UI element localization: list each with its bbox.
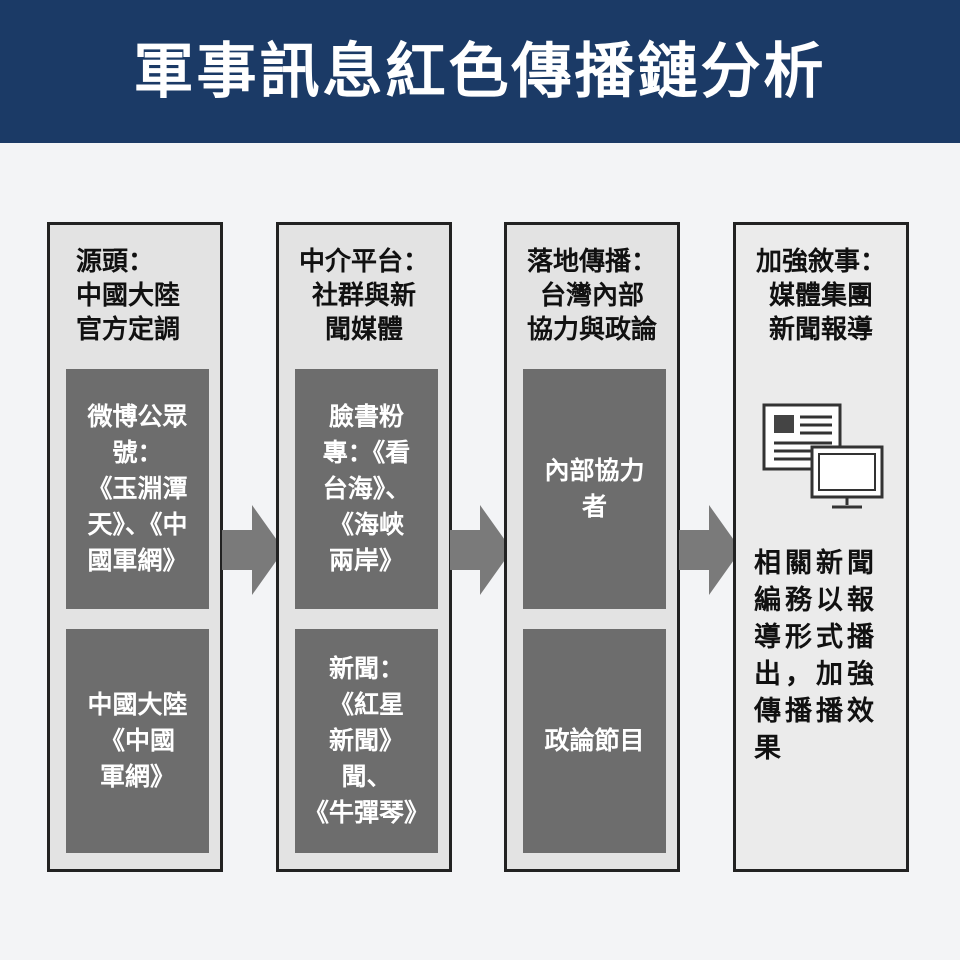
stage-heading-local: 落地傳播： 台灣內部 協力與政論 xyxy=(526,247,657,345)
stage-box-political-talk-shows: 政論節目 xyxy=(523,629,666,853)
stage-column-narrative: 加強敘事： 媒體集團 新聞報導 相關新聞 編務以報 導形式播 出，加強 傳播播效… xyxy=(733,222,909,872)
stage-column-source: 源頭： 中國大陸 官方定調 微博公眾 號： 《玉淵潭 天》、《中 國軍網》 中國… xyxy=(47,222,223,872)
narrative-description: 相關新聞 編務以報 導形式播 出，加強 傳播播效 果 xyxy=(754,548,878,764)
stage-box-text: 臉書粉 專：《看 台海》、 《海峽 兩岸》 xyxy=(322,402,411,575)
stage-box-source-weibo: 微博公眾 號： 《玉淵潭 天》、《中 國軍網》 xyxy=(66,369,209,609)
stage-box-source-china-military: 中國大陸 《中國 軍網》 xyxy=(66,629,209,853)
stage-box-text: 中國大陸 《中國 軍網》 xyxy=(87,690,188,791)
stage-box-news-outlets: 新聞： 《紅星 新聞》 聞、 《牛彈琴》 xyxy=(295,629,438,853)
stage-heading-narrative: 加強敘事： 媒體集團 新聞報導 xyxy=(755,247,886,345)
page-title: 軍事訊息紅色傳播鏈分析 xyxy=(133,36,827,107)
stage-box-text: 微博公眾 號： 《玉淵潭 天》、《中 國軍網》 xyxy=(87,402,188,575)
arrow-right-icon xyxy=(679,505,741,595)
header-banner: 軍事訊息紅色傳播鏈分析 xyxy=(0,0,960,143)
stage-column-intermediary: 中介平台： 社群與新 聞媒體 臉書粉 專：《看 台海》、 《海峽 兩岸》 新聞：… xyxy=(276,222,452,872)
stage-column-local: 落地傳播： 台灣內部 協力與政論 內部協力 者 政論節目 xyxy=(504,222,680,872)
stage-box-facebook-pages: 臉書粉 專：《看 台海》、 《海峽 兩岸》 xyxy=(295,369,438,609)
arrow-right-icon xyxy=(450,505,512,595)
stage-heading-intermediary: 中介平台： 社群與新 聞媒體 xyxy=(298,247,429,345)
arrow-right-icon xyxy=(222,505,284,595)
stage-box-text: 政論節目 xyxy=(544,726,645,755)
stage-box-text: 新聞： 《紅星 新聞》 聞、 《牛彈琴》 xyxy=(303,654,429,827)
stage-box-internal-collaborators: 內部協力 者 xyxy=(523,369,666,609)
newspaper-monitor-icon xyxy=(762,403,884,509)
stage-heading-source: 源頭： 中國大陸 官方定調 xyxy=(76,247,181,345)
stage-box-text: 內部協力 者 xyxy=(544,456,645,521)
